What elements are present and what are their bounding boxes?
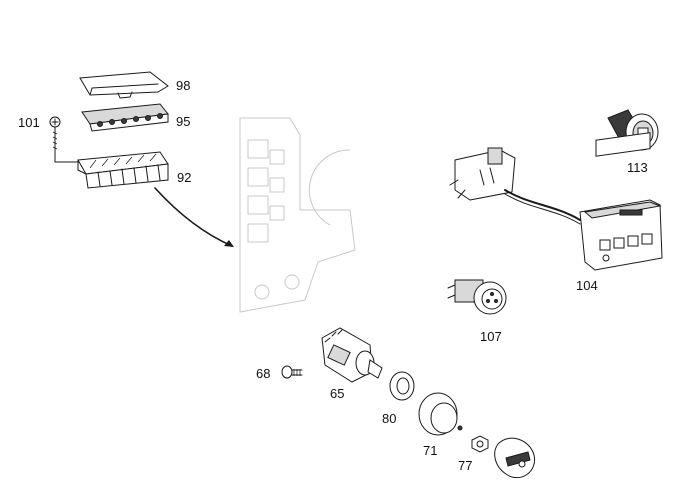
label-95: 95: [176, 114, 190, 129]
part-68-screw: [281, 365, 303, 379]
part-104-control-unit: [449, 132, 663, 271]
part-65-switch-body: [321, 327, 383, 383]
label-71: 71: [423, 443, 437, 458]
install-arrow: [154, 187, 234, 247]
label-68: 68: [256, 366, 270, 381]
part-77-nut: [471, 435, 489, 453]
part-98-cover: [79, 71, 169, 99]
label-65: 65: [330, 386, 344, 401]
part-92-switch-block: [77, 151, 169, 189]
label-104: 104: [576, 278, 598, 293]
label-98: 98: [176, 78, 190, 93]
dashboard-panel-outline: [239, 117, 356, 313]
part-101-screw: [49, 116, 79, 163]
part-80-ring: [389, 371, 415, 401]
label-107: 107: [480, 329, 502, 344]
label-77: 77: [458, 458, 472, 473]
part-107-round-switch: [447, 279, 507, 315]
part-95-switch-strip: [81, 103, 169, 132]
label-80: 80: [382, 411, 396, 426]
label-92: 92: [177, 170, 191, 185]
label-101: 101: [18, 115, 40, 130]
label-113: 113: [627, 160, 648, 175]
part-rotary-knob: [494, 437, 536, 479]
part-71-knob-cap: [418, 392, 463, 436]
